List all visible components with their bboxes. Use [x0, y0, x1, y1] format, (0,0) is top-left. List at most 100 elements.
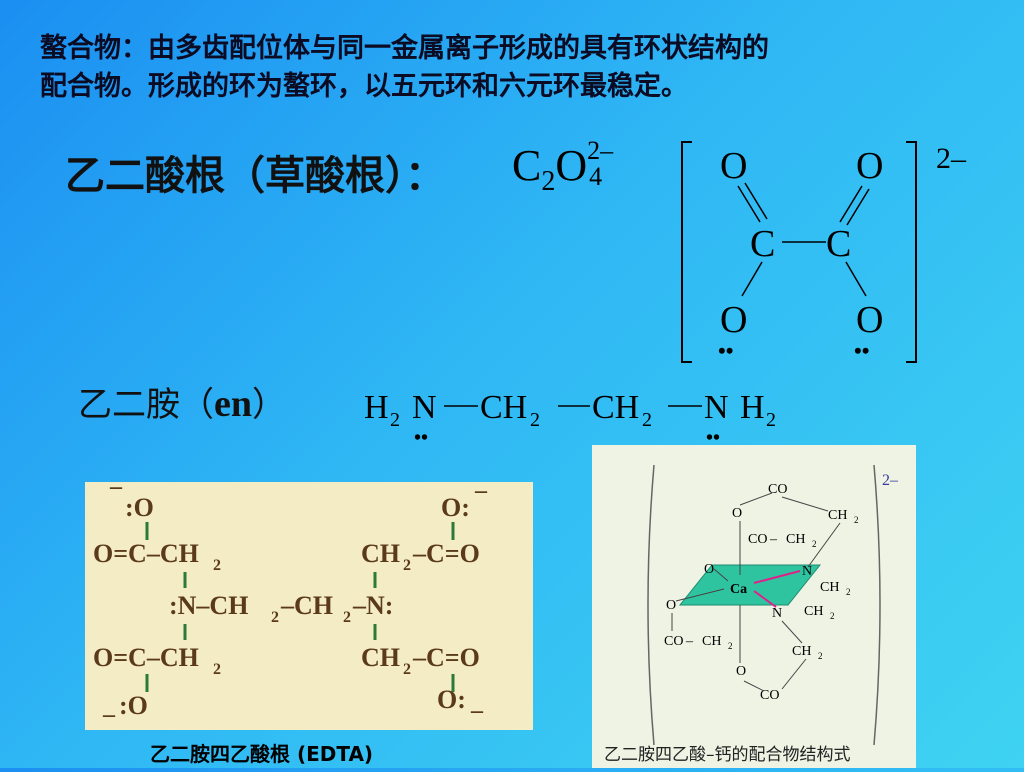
double-bond-left-a [737, 185, 761, 223]
edta-ch-tr: CH [361, 539, 400, 568]
en-ch-2-sub: 2 [642, 409, 652, 431]
formula-sub-c: 2 [541, 165, 556, 197]
ca-bond-t2 [739, 492, 773, 506]
edta-center-n-right: –N: [352, 591, 393, 620]
ca-right-paren [873, 464, 881, 746]
single-bond-right [845, 261, 867, 297]
ca-bond-t4 [807, 522, 841, 568]
edta-center-n-left: :N–CH [169, 591, 248, 620]
double-bond-right-a [839, 185, 863, 223]
en-n-left: N [412, 389, 437, 426]
edta-sub-br: 2 [403, 661, 411, 678]
oxygen-top-right: O [856, 145, 883, 187]
ca-o-bottom: O [736, 664, 746, 679]
ca-edta-structure: 2– CO O CH 2 CO – CH 2 O Ca N N CH 2 CH … [647, 464, 899, 746]
edta-center-ch: –CH [280, 591, 333, 620]
ca-coord-arrow-2 [753, 590, 777, 608]
en-lone-pair-left: •• [414, 427, 428, 449]
right-bracket [906, 141, 917, 363]
edta-minus-tl: – [109, 482, 123, 500]
definition-text: 螯合物：由多齿配位体与同一金属离子形成的具有环状结构的 配合物。形成的环为螯环，… [40, 30, 980, 106]
ca-o-left: O [666, 598, 676, 613]
en-ch-1-sub: 2 [530, 409, 540, 431]
double-bond-right-b [846, 188, 870, 226]
ca-co-bottom: CO [760, 688, 779, 703]
en-h-left: H [364, 389, 389, 426]
formula-o: O [555, 141, 588, 190]
en-h-right-sub: 2 [766, 409, 776, 431]
edta-structure: – :O O=C–CH 2 O: – CH 2 –C=O :N–CH 2 –CH… [93, 474, 488, 728]
ca-coord-arrow-1 [753, 570, 801, 584]
ca-bond-b3 [781, 620, 803, 644]
edta-sub-tr: 2 [403, 557, 411, 574]
ca-bond-b5 [781, 658, 807, 690]
ca-bond-left [675, 588, 725, 602]
en-label: 乙二胺（en） [78, 377, 286, 426]
edta-minus-bl: – [102, 702, 116, 728]
en-n-right: N [704, 389, 729, 426]
ca-left-paren [647, 464, 655, 746]
ca-edta-caption: 乙二胺四乙酸–钙的配合物结构式 [604, 745, 851, 765]
ca-co-bottom-left: CO [664, 634, 683, 649]
formula-sub-o: 4 [589, 162, 603, 191]
oxalate-charge: 2– [936, 142, 967, 175]
edta-sub-tl: 2 [213, 557, 221, 574]
edta-o-bl: :O [119, 691, 148, 720]
edta-ester-tr: –C=O [412, 539, 480, 568]
edta-minus-tr: – [474, 482, 488, 504]
edta-ester-bl: O=C–CH [93, 643, 199, 672]
ca-ch-right-2-sub: 2 [830, 611, 835, 621]
edta-ester-tl: O=C–CH [93, 539, 199, 568]
oxygen-top-left: O [720, 145, 747, 187]
en-label-suffix: ） [252, 385, 286, 425]
left-bracket [681, 141, 692, 363]
ca-charge: 2– [882, 472, 899, 489]
edta-ch-br: CH [361, 643, 400, 672]
ca-n-top: N [802, 564, 812, 579]
edta-sub-bl: 2 [213, 661, 221, 678]
ca-ch-right-1: CH [820, 580, 839, 595]
en-ch-1: CH [480, 389, 527, 426]
edta-o-tl: :O [125, 493, 154, 522]
ca-ion: Ca [730, 582, 747, 597]
ca-bond-t1 [781, 496, 829, 512]
lone-pair-right: •• [854, 338, 869, 363]
en-ch-2: CH [592, 389, 639, 426]
ca-ch-bottom-right: CH [792, 644, 811, 659]
lone-pair-left: •• [718, 338, 733, 363]
edta-o-br: O: [437, 685, 466, 714]
en-label-prefix: 乙二胺（ [78, 385, 214, 425]
ca-o-mid-left: O [704, 562, 714, 577]
definition-line-2: 配合物。形成的环为螯环，以五元环和六元环最稳定。 [40, 71, 688, 102]
ca-o-top: O [732, 506, 742, 521]
edta-ester-br: –C=O [412, 643, 480, 672]
edta-o-tr: O: [441, 493, 470, 522]
formula-c: C [512, 141, 542, 190]
ca-ch-2-sub: 2 [812, 539, 817, 549]
ca-co-bottom-left-dash: – [685, 634, 694, 649]
ca-ch-top: CH [828, 508, 847, 523]
definition-line-1: 螯合物：由多齿配位体与同一金属离子形成的具有环状结构的 [40, 33, 769, 64]
ca-co-2-dash: – [769, 532, 778, 547]
oxalate-structure: 2– O O C C O O •• •• [681, 141, 967, 363]
en-lone-pair-right: •• [706, 427, 720, 449]
edta-caption: 乙二胺四乙酸根 (EDTA) [150, 742, 374, 766]
carbon-right: C [826, 223, 851, 265]
ca-ch-top-sub: 2 [854, 515, 859, 525]
oxalate-formula: C2O 2– 4 [512, 136, 621, 198]
ca-n-bottom: N [772, 606, 782, 621]
ca-ch-bottom-left-sub: 2 [728, 641, 733, 651]
edta-center-sub-2: 2 [343, 609, 351, 626]
oxygen-bottom-left: O [720, 299, 747, 341]
ca-co-top: CO [768, 482, 787, 497]
en-h-left-sub: 2 [390, 409, 400, 431]
oxalate-label: 乙二酸根（草酸根）： [65, 153, 445, 199]
ca-ch-bottom-right-sub: 2 [818, 651, 823, 661]
ca-ch-right-2: CH [804, 604, 823, 619]
ca-ch-2: CH [786, 532, 805, 547]
ca-ch-bottom-left: CH [702, 634, 721, 649]
edta-minus-br: – [470, 698, 484, 724]
edta-structure-panel: – :O O=C–CH 2 O: – CH 2 –C=O :N–CH 2 –CH… [85, 474, 533, 730]
ca-bond-mid-left [713, 568, 729, 582]
single-bond-left [741, 261, 763, 297]
